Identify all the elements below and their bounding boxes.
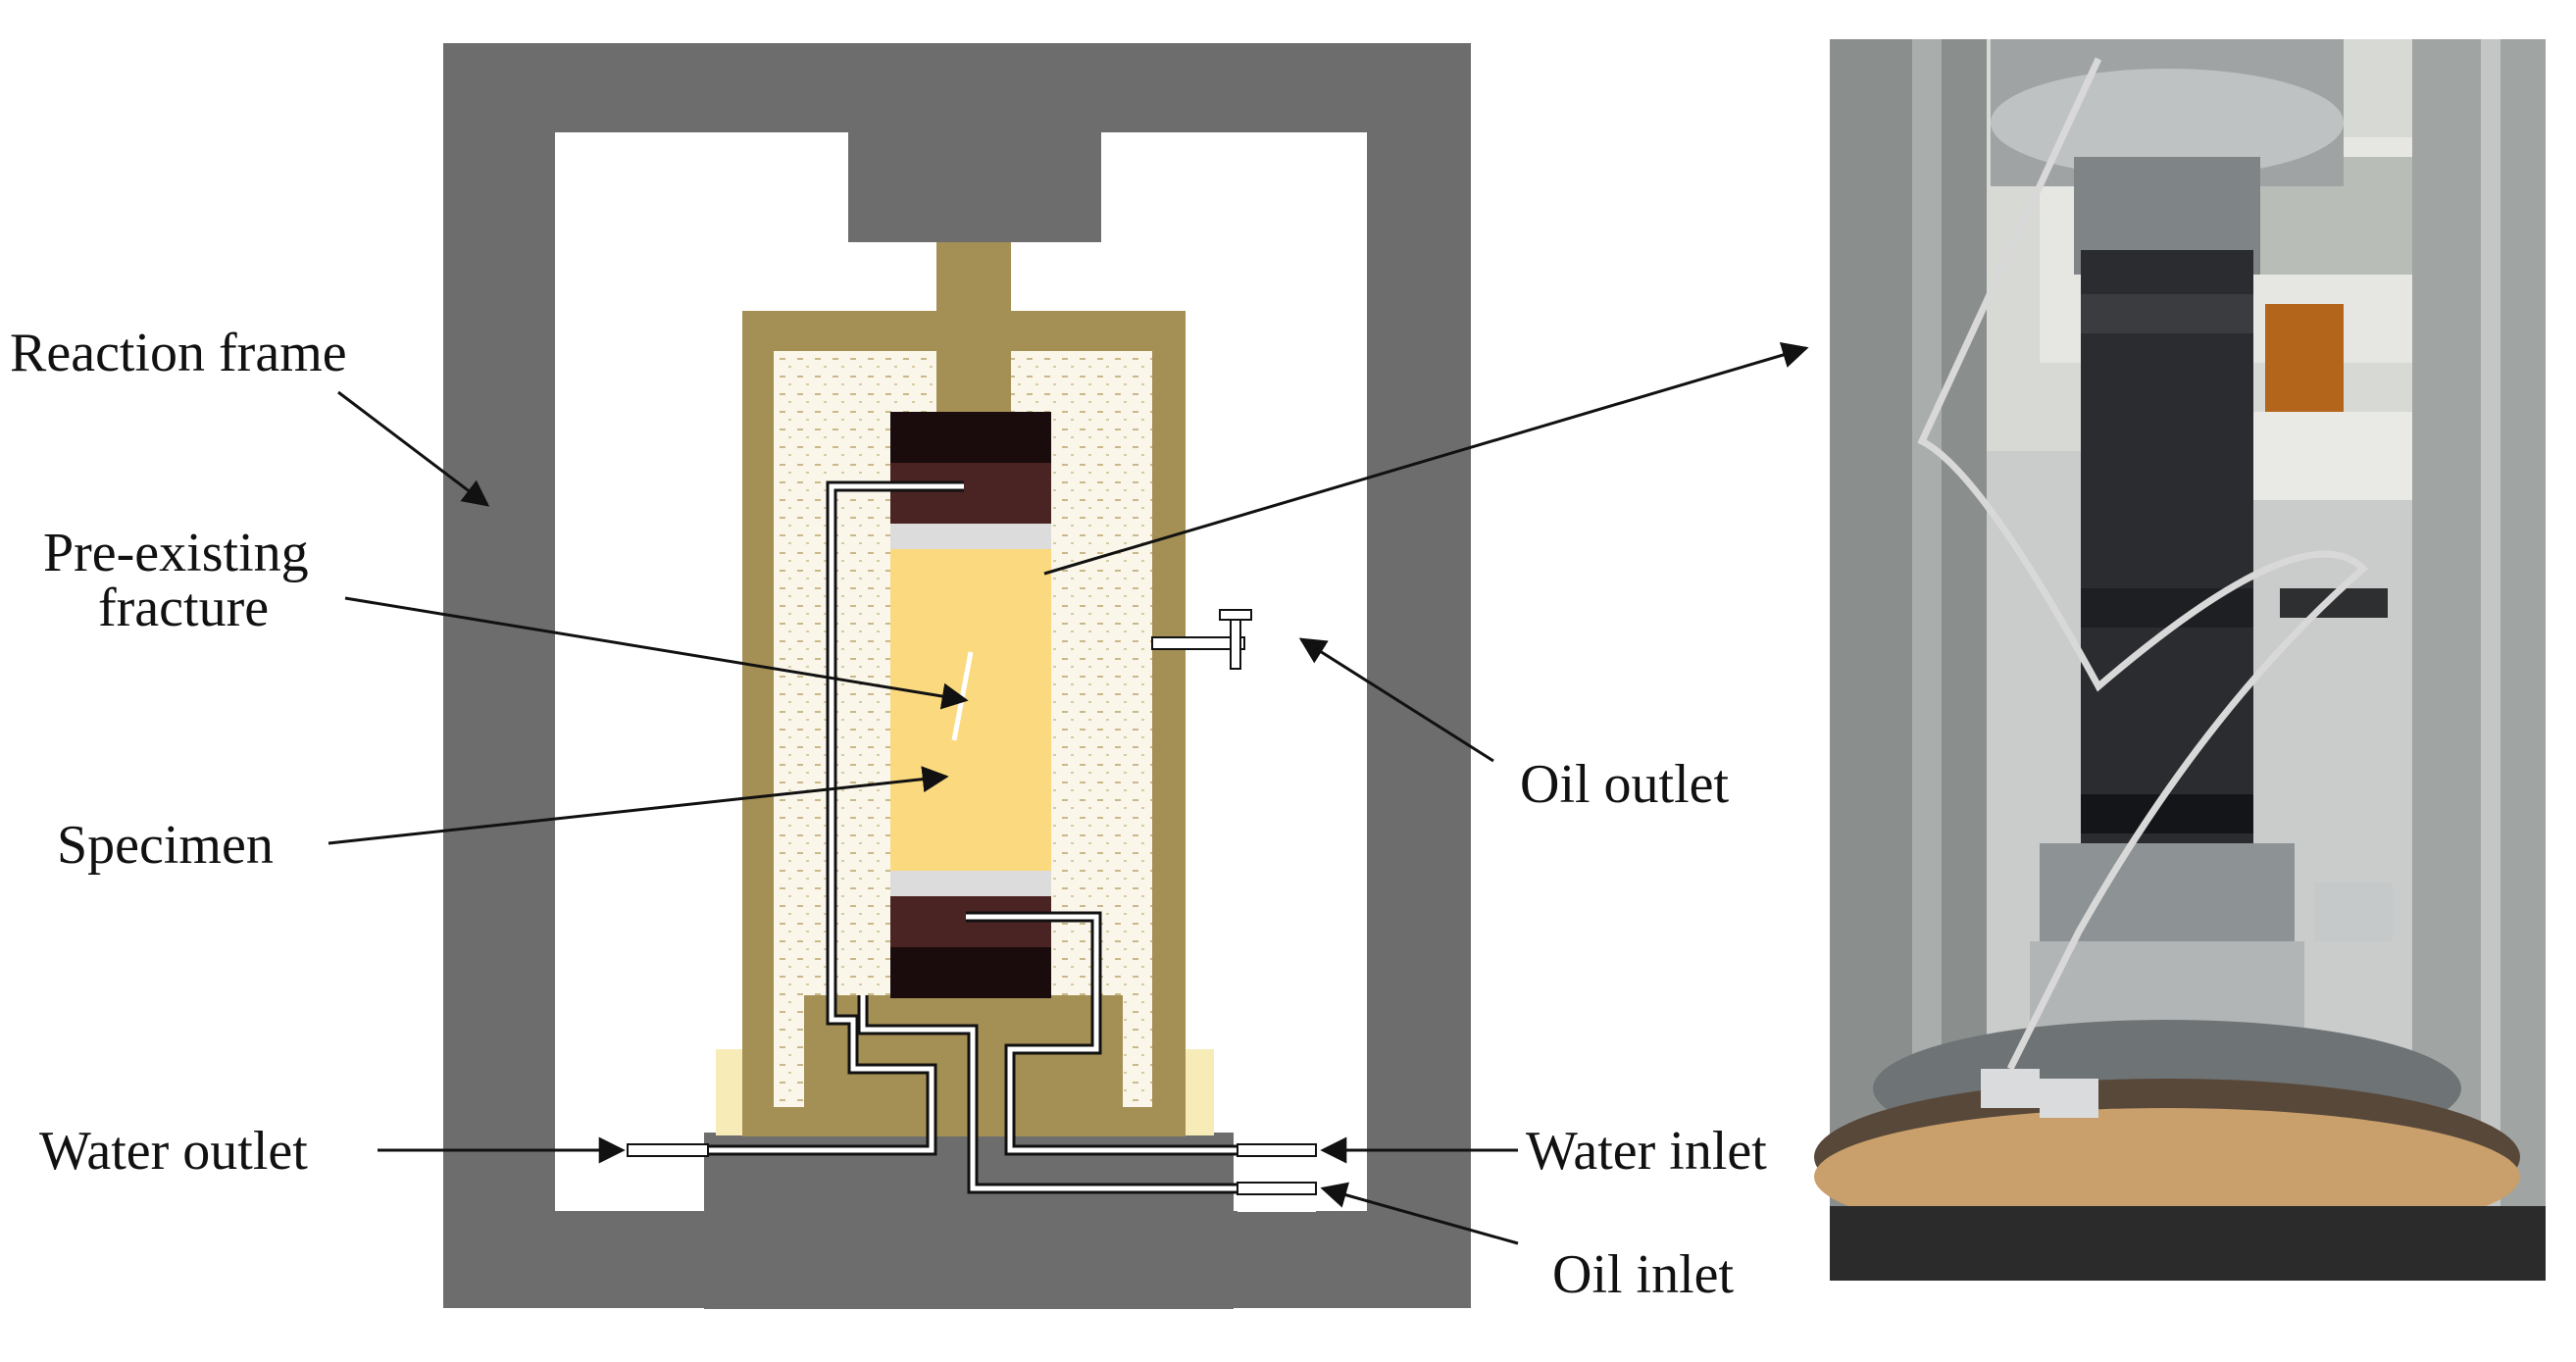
leader-arrows <box>328 341 1809 1245</box>
label-water-inlet: Water inlet <box>1526 1121 1767 1182</box>
arrow-specimen <box>328 766 949 845</box>
label-oil-inlet: Oil inlet <box>1552 1244 1735 1305</box>
label-pre-existing-fracture-line2: fracture <box>98 578 269 638</box>
arrow-oil-outlet <box>1298 637 1494 763</box>
arrow-pre-existing-fracture <box>344 596 969 710</box>
label-specimen: Specimen <box>57 815 274 876</box>
specimen-assembly <box>890 412 1051 998</box>
specimen-body <box>890 549 1051 871</box>
fluid-lines <box>647 480 1314 1194</box>
arrow-reaction-frame <box>337 390 490 507</box>
label-water-outlet: Water outlet <box>39 1121 308 1182</box>
label-reaction-frame: Reaction frame <box>10 323 347 383</box>
labels: Reaction frame Pre-existing fracture Spe… <box>10 323 1767 1305</box>
arrow-oil-inlet <box>1320 1182 1519 1245</box>
ports <box>627 609 1317 1212</box>
apparatus-photo <box>1814 39 2546 1281</box>
label-pre-existing-fracture-line1: Pre-existing <box>43 523 309 583</box>
label-oil-outlet: Oil outlet <box>1520 754 1730 815</box>
arrow-photo-link <box>1043 341 1809 576</box>
